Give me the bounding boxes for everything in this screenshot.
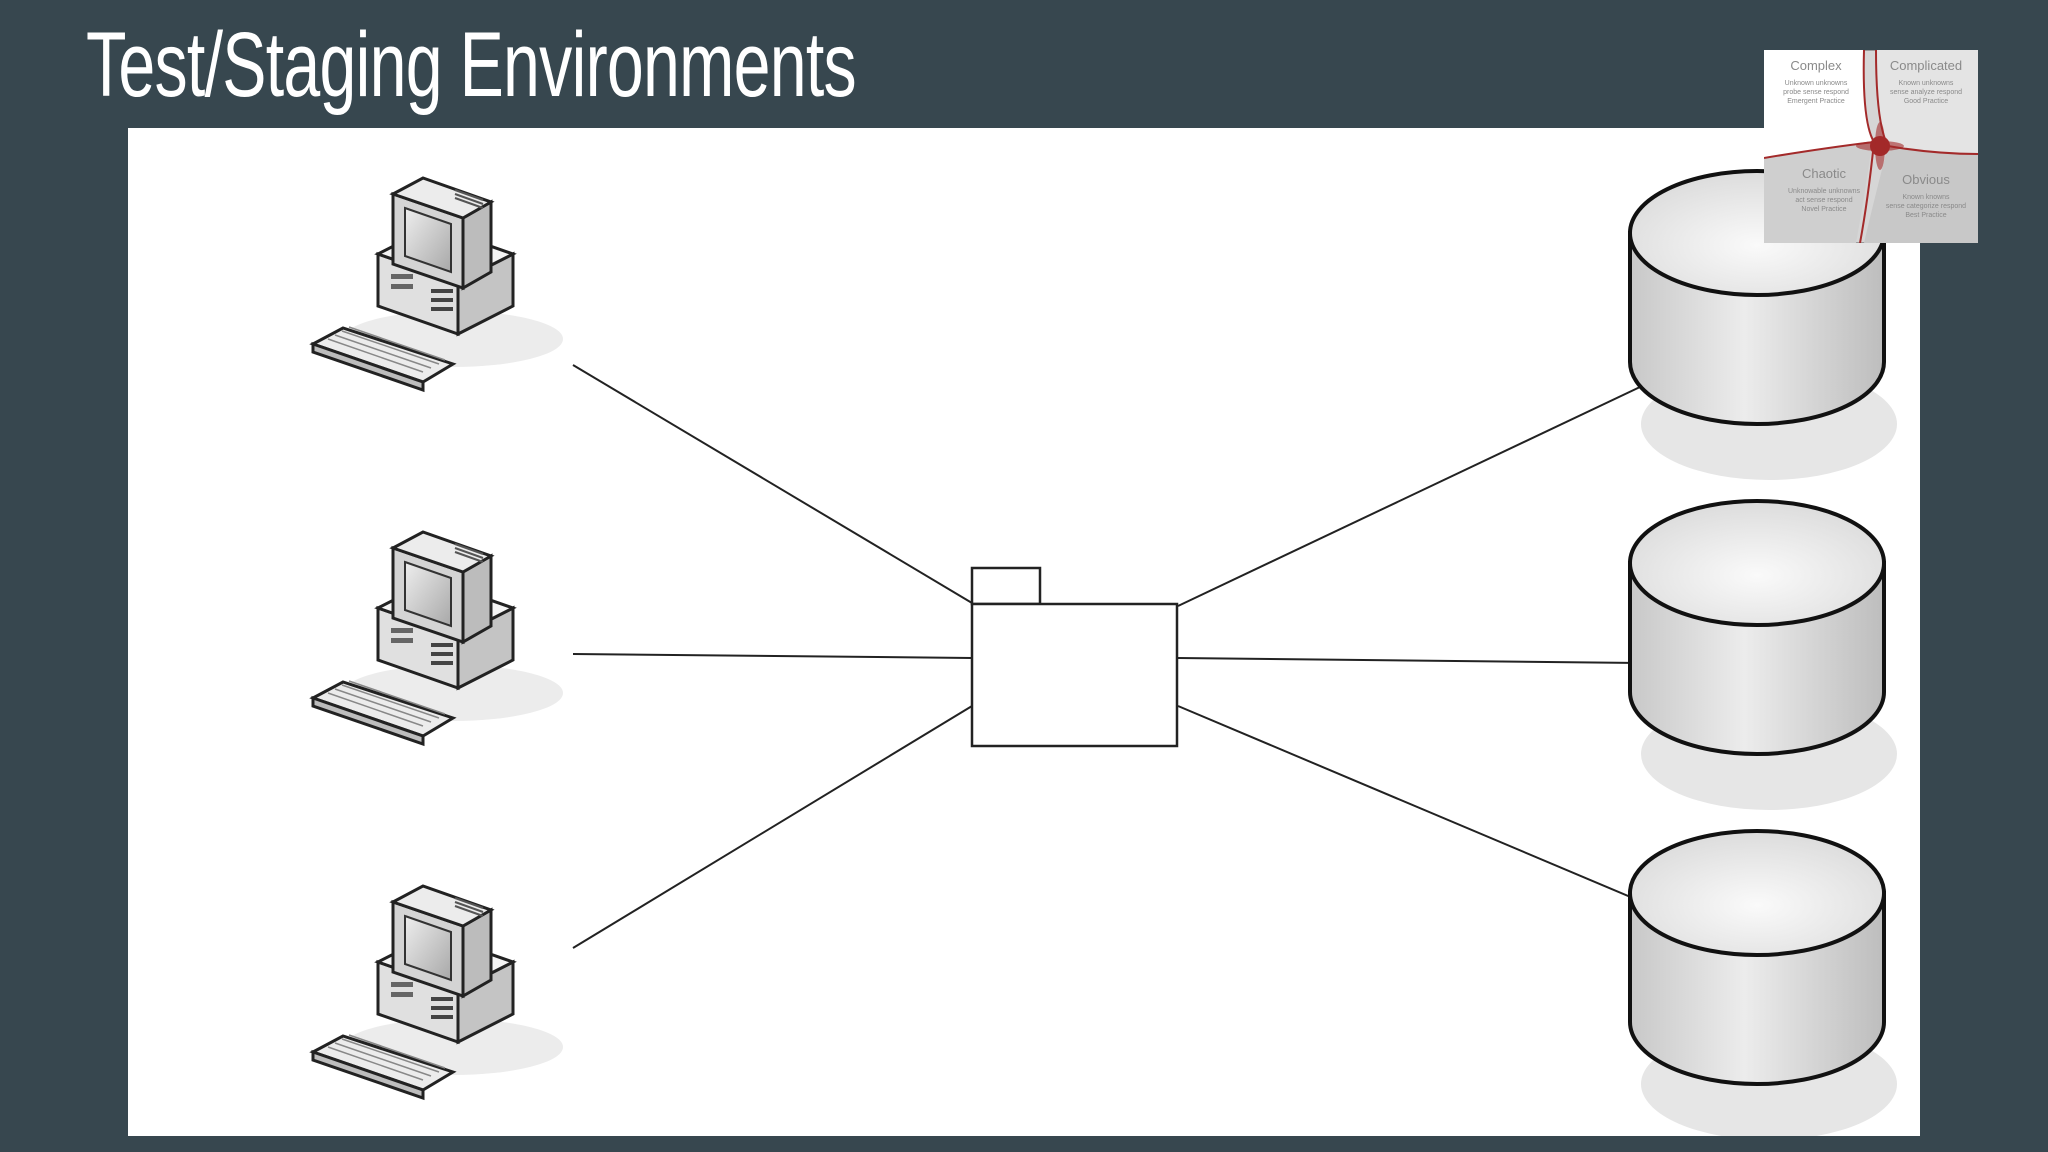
cynefin-obvious: Obvious Known knowns sense categorize re… [1885, 172, 1967, 219]
workstation-icon-1 [311, 176, 565, 392]
cynefin-complex: Complex Unknown unknowns probe sense res… [1783, 58, 1849, 105]
slide-title: Test/Staging Environments [86, 14, 857, 116]
workstation-icon-2 [311, 530, 565, 746]
cynefin-chaotic: Chaotic Unknowable unknowns act sense re… [1788, 166, 1860, 213]
network-diagram [128, 128, 1920, 1136]
cynefin-complicated: Complicated Known unknowns sense analyze… [1889, 58, 1963, 105]
database-icon-3 [1628, 829, 1899, 1136]
cynefin-thumbnail: Complex Unknown unknowns probe sense res… [1764, 50, 1978, 243]
folder-icon [970, 566, 1179, 748]
database-icon-2 [1628, 499, 1899, 812]
workstation-icon-3 [311, 884, 565, 1100]
connector-lines [572, 364, 1641, 949]
